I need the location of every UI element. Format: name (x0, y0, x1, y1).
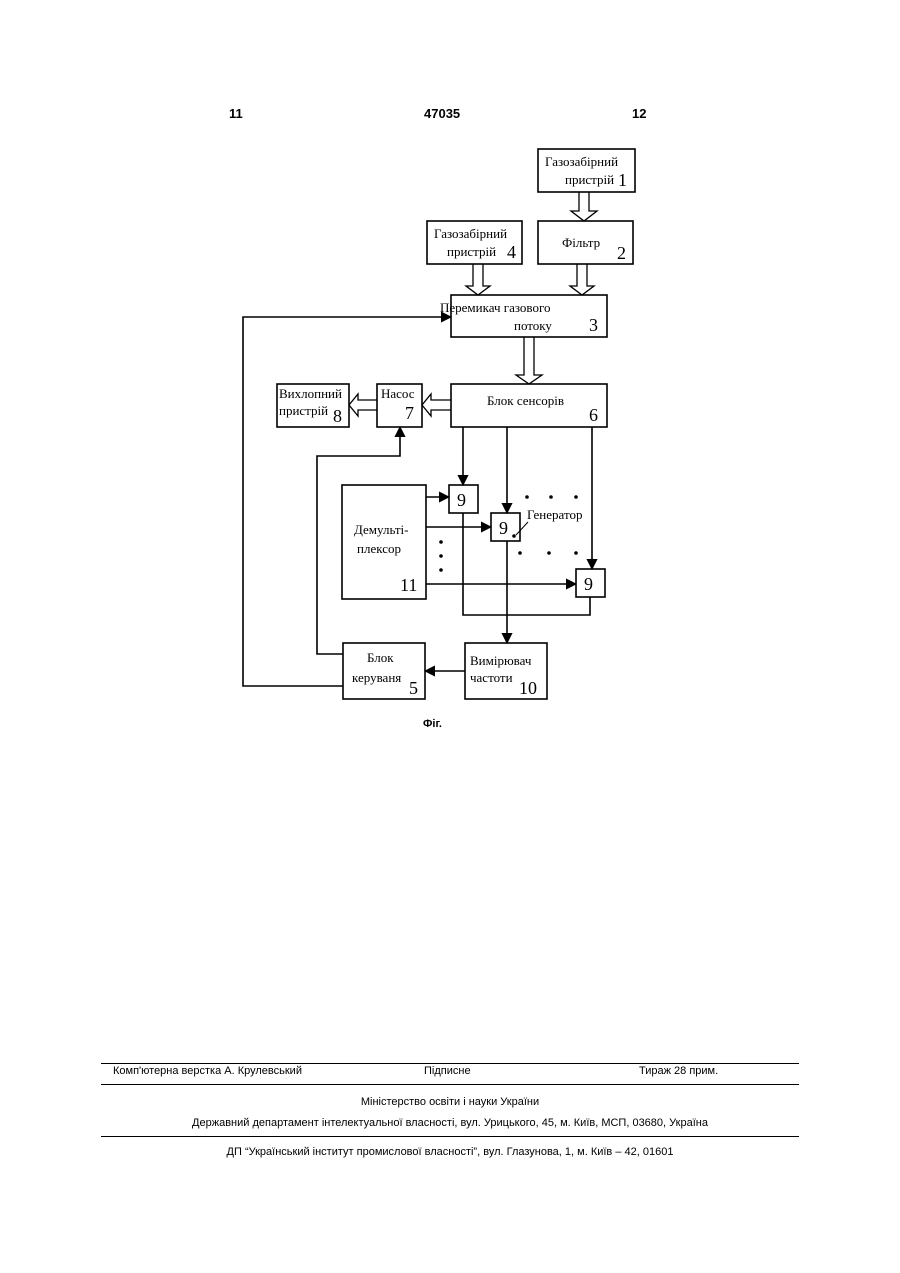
block-3-label-line1: Перемикач газового (440, 300, 551, 315)
block-11-label-line1: Демульті- (354, 522, 409, 537)
block-1-label-line2: пристрій (565, 172, 614, 187)
figure-caption: Фіг. (423, 718, 442, 730)
block-6-label: Блок сенсорів (487, 393, 564, 408)
block-10-label-line1: Вимірювач (470, 653, 532, 668)
generator-leader (516, 522, 528, 535)
arrow-4-to-3 (466, 264, 490, 295)
generator-label: Генератор (527, 507, 582, 522)
block-7-label: Насос (381, 386, 415, 401)
block-5-label-line1: Блок (367, 650, 394, 665)
block-4-label-line1: Газозабірний (434, 226, 507, 241)
block-8-label-line2: пристрій (279, 403, 328, 418)
arrow-2-to-3 (570, 264, 594, 295)
footer-department: Державний департамент інтелектуальної вл… (0, 1117, 900, 1129)
block-2-number: 2 (617, 243, 626, 263)
block-9b-number: 9 (499, 518, 508, 538)
block-1-number: 1 (618, 170, 627, 190)
footer-print-run: Тираж 28 прим. (639, 1065, 718, 1077)
arrow-6-to-7 (422, 394, 451, 416)
footer-ministry: Міністерство освіти і науки України (0, 1096, 900, 1108)
footer-rule-top (101, 1063, 799, 1064)
signal-lines (243, 317, 592, 686)
block-9a-number: 9 (457, 490, 466, 510)
block-8-label-line1: Вихлопний (279, 386, 342, 401)
block-diagram: Газозабірний пристрій 1 Фільтр 2 Перемик… (0, 0, 900, 760)
block-8-number: 8 (333, 406, 342, 426)
block-6-number: 6 (589, 405, 598, 425)
footer-layout-credit: Комп'ютерна верстка А. Крулевський (113, 1065, 302, 1077)
footer-rule-bottom (101, 1136, 799, 1137)
block-10-number: 10 (519, 678, 537, 698)
block-10-label-line2: частоти (470, 670, 513, 685)
arrow-1-to-2 (571, 192, 597, 221)
arrow-7-to-8 (349, 394, 377, 416)
block-2-label: Фільтр (562, 235, 600, 250)
block-5-label-line2: керуваня (352, 670, 401, 685)
line-9-outputs-bus (463, 513, 590, 615)
block-3-label-line2: потоку (514, 318, 552, 333)
block-4-number: 4 (507, 242, 516, 262)
block-7-number: 7 (405, 403, 414, 423)
footer-institute: ДП “Український інститут промислової вла… (0, 1146, 900, 1158)
block-5-number: 5 (409, 678, 418, 698)
block-9c-number: 9 (584, 574, 593, 594)
arrow-3-to-6 (516, 337, 542, 384)
block-4-label-line2: пристрій (447, 244, 496, 259)
footer-rule-middle (101, 1084, 799, 1085)
line-5-to-3 (243, 317, 451, 686)
block-11-number: 11 (400, 575, 417, 595)
footer-signed: Підписне (424, 1065, 471, 1077)
block-11-label-line2: плексор (357, 541, 401, 556)
block-1-label-line1: Газозабірний (545, 154, 618, 169)
block-3-number: 3 (589, 315, 598, 335)
